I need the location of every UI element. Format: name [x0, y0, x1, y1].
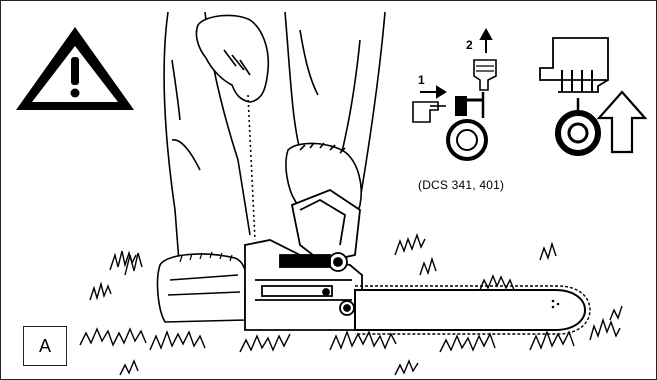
step-1-label: 1: [418, 73, 425, 87]
step-2-label: 2: [466, 38, 473, 52]
figure-label: A: [23, 326, 67, 366]
operator-hand-rope: [196, 15, 268, 240]
warning-triangle-icon: [16, 27, 134, 110]
operator-boot: [158, 252, 247, 322]
model-caption: (DCS 341, 401): [418, 178, 504, 192]
choke-lever-sequence-icon: [413, 30, 496, 159]
chainsaw: [245, 190, 362, 330]
guide-bar: [355, 286, 590, 334]
up-arrow-icon: [599, 92, 645, 152]
starter-handle-pull-icon: [540, 38, 608, 153]
